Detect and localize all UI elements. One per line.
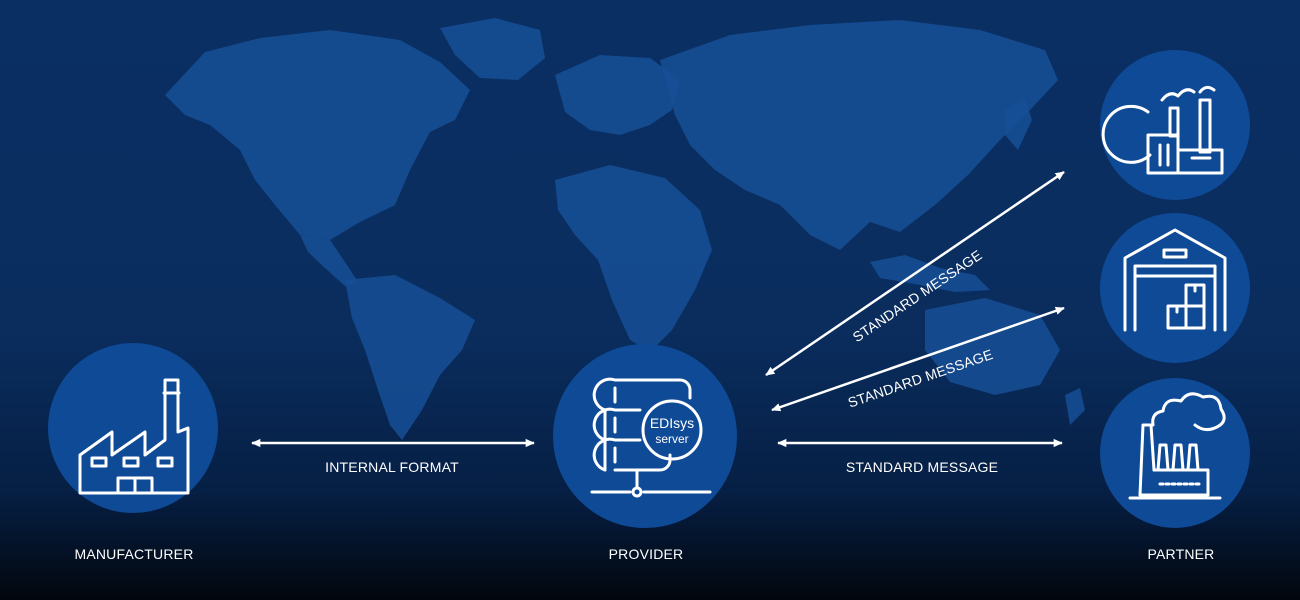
new-zealand-shape [1065, 388, 1085, 425]
japan-shape [1005, 98, 1032, 150]
asia-shape [660, 20, 1058, 250]
power-plant-icon [1128, 392, 1226, 500]
africa-shape [555, 165, 712, 352]
edisys-badge-line2: server [655, 432, 688, 446]
partner-node: PARTNER [1100, 50, 1250, 562]
central-america-shape [300, 235, 358, 286]
manufacturer-circle [48, 343, 218, 513]
greenland-shape [440, 18, 545, 80]
internal-format-label: INTERNAL FORMAT [325, 459, 459, 475]
industrial-plant-icon [1101, 85, 1224, 175]
partner-circle-middle [1100, 213, 1250, 363]
standard-message-label-bottom: STANDARD MESSAGE [846, 459, 998, 475]
north-america-shape [165, 30, 470, 240]
factory-icon [78, 378, 190, 495]
arrow-standard-middle [771, 306, 1065, 412]
provider-label: PROVIDER [609, 546, 684, 562]
warehouse-icon [1123, 228, 1227, 332]
manufacturer-label: MANUFACTURER [74, 546, 193, 562]
server-stack-icon [590, 377, 712, 498]
australia-shape [925, 298, 1060, 395]
partner-label: PARTNER [1147, 546, 1214, 562]
edisys-badge-line1: EDIsys [650, 415, 694, 431]
partner-circle-top [1100, 50, 1250, 200]
provider-node: EDIsys server PROVIDER [553, 344, 737, 562]
manufacturer-node: MANUFACTURER [48, 343, 218, 562]
south-america-shape [345, 275, 475, 440]
europe-shape [555, 55, 680, 135]
